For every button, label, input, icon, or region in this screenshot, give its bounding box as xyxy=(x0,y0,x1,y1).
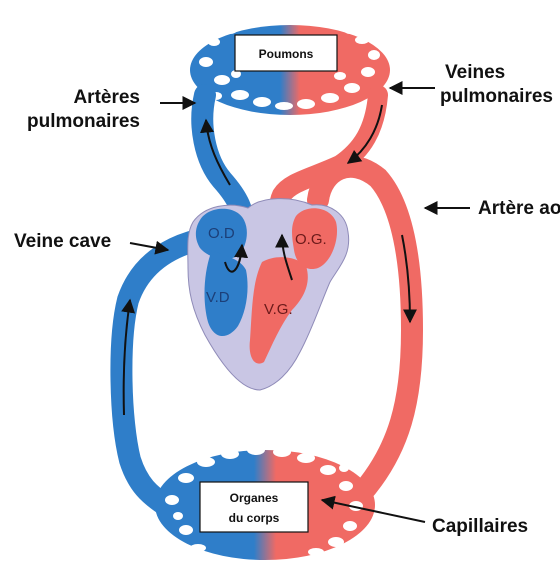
lung-capillary-network: Poumons xyxy=(190,25,390,115)
heart: O.D V.D O.G. V.G. xyxy=(188,199,349,390)
label-veines-pulmonaires-line2: pulmonaires xyxy=(440,86,553,107)
right-atrium-label: O.D xyxy=(208,225,235,242)
label-arteres-pulmonaires-line1: Artères xyxy=(73,87,140,108)
left-ventricle-label: V.G. xyxy=(264,301,293,318)
organs-label-line2: du corps xyxy=(229,511,280,525)
label-veine-cave: Veine cave xyxy=(14,231,111,252)
label-capillaires: Capillaires xyxy=(432,516,528,537)
right-ventricle-label: V.D xyxy=(206,289,230,306)
lungs-label: Poumons xyxy=(259,47,314,61)
label-veines-pulmonaires-line1: Veines xyxy=(445,62,505,83)
organs-label-line1: Organes xyxy=(230,491,279,505)
left-atrium-label: O.G. xyxy=(295,231,327,248)
body-capillary-network: Organes du corps xyxy=(155,445,375,560)
label-arteres-pulmonaires-line2: pulmonaires xyxy=(27,111,140,132)
label-artere-aorte: Artère aorte xyxy=(478,198,560,219)
